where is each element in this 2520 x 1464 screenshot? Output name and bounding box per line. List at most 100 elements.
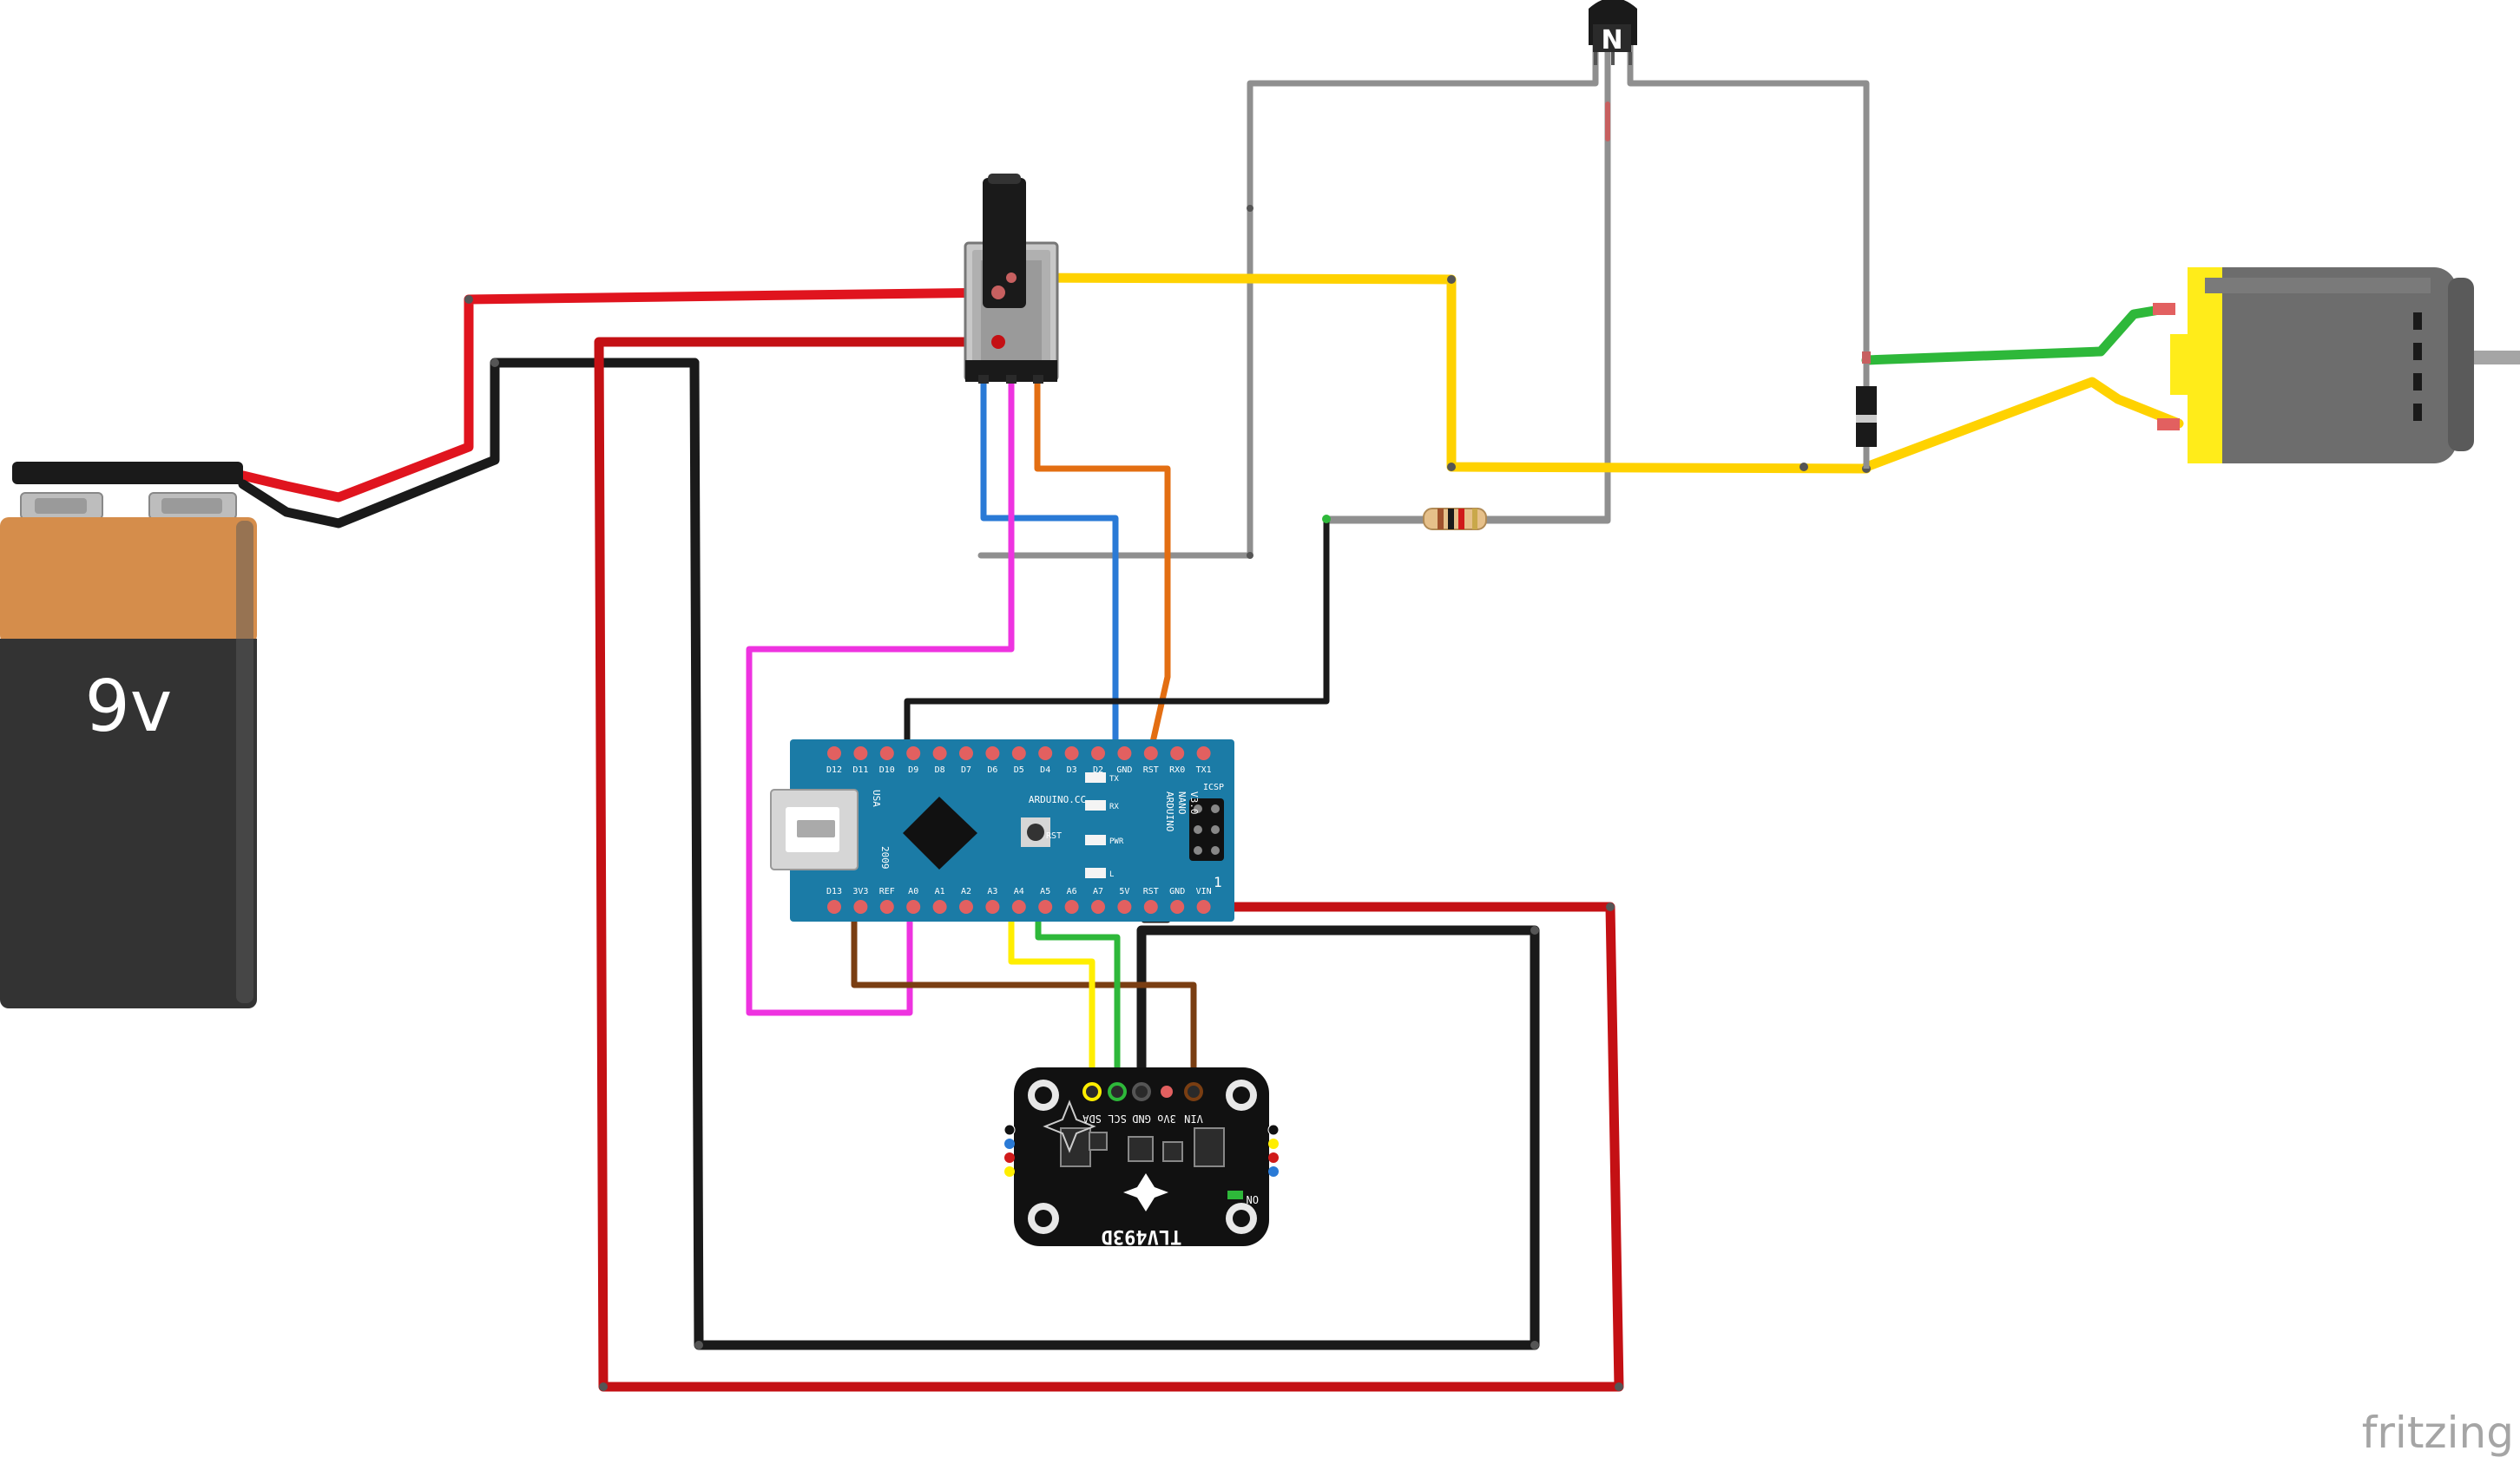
nano-top-pin-label: TX1 — [1196, 765, 1212, 775]
nano-usa-label: USA — [871, 790, 882, 807]
magnetometer-pin-label: SDA — [1082, 1113, 1101, 1125]
nano-bottom-pin-label: A3 — [987, 887, 997, 896]
nano-top-pin-pad-1 — [853, 746, 868, 760]
transistor-label: N — [1601, 25, 1622, 56]
icsp-header — [1189, 798, 1224, 861]
nano-bottom-pin-pad-9 — [1064, 900, 1079, 914]
nano-brand: ARDUINO.CC — [1029, 794, 1086, 805]
magnetometer-subtitle: 3D Magnetometer — [1089, 1248, 1193, 1261]
nano-bottom-pin-label: A4 — [1014, 887, 1024, 896]
fritzing-watermark: fritzing — [2362, 1408, 2514, 1458]
nano-top-pin-pad-13 — [1170, 746, 1185, 760]
nano-bottom-pin-label: A6 — [1067, 887, 1077, 896]
potentiometer — [964, 174, 1059, 384]
nano-top-pin-label: D2 — [1093, 765, 1103, 775]
nano-top-pin-pad-8 — [1038, 746, 1053, 760]
nano-led-pwr: PWR — [1109, 837, 1124, 846]
dc-motor — [2153, 267, 2520, 463]
nano-bottom-pin-pad-13 — [1170, 900, 1185, 914]
magnetometer-pin-label: VIN — [1184, 1113, 1203, 1125]
nano-top-pin-label: D5 — [1014, 765, 1024, 775]
nano-bottom-pin-pad-0 — [827, 900, 841, 914]
diode — [1856, 351, 1877, 469]
wire-junctions — [464, 205, 1871, 1391]
nano-top-pin-pad-0 — [827, 746, 841, 760]
nano-bottom-pin-pad-7 — [1011, 900, 1026, 914]
nano-model-line1: ARDUINO — [1164, 791, 1175, 831]
nano-top-pin-pad-14 — [1196, 746, 1211, 760]
nano-bottom-pin-pad-11 — [1117, 900, 1132, 914]
nano-bottom-pin-label: REF — [879, 887, 895, 896]
wire-black-battery — [238, 358, 700, 528]
wire-green-diode-to-motor — [1861, 303, 2175, 365]
wire-darkred-loop — [594, 337, 1624, 1392]
nano-bottom-pin-pad-10 — [1091, 900, 1105, 914]
nano-bottom-pin-pad-5 — [959, 900, 973, 914]
nano-bottom-pin-pad-6 — [985, 900, 1000, 914]
wire-gray-transistor-base — [1323, 49, 1611, 524]
resistor — [1423, 508, 1487, 530]
wire-gray-transistor-left — [977, 42, 1599, 559]
nano-bottom-pin-label: A2 — [961, 887, 971, 896]
pot-pad-red — [991, 286, 1005, 299]
nano-led-l: L — [1109, 870, 1114, 879]
nano-rst-label: RST — [1046, 831, 1062, 841]
nano-bottom-pin-label: A0 — [908, 887, 918, 896]
nano-top-pin-pad-2 — [879, 746, 894, 760]
nano-bottom-pin-pad-4 — [932, 900, 947, 914]
nano-bottom-pin-pad-12 — [1143, 900, 1158, 914]
wire-red-battery — [238, 287, 1003, 502]
wire-yellow-diode-to-motor — [1861, 377, 2184, 472]
nano-top-pin-label: D11 — [852, 765, 868, 775]
nano-model-line3: V3.0 — [1188, 791, 1200, 815]
wire-yellow-a4 — [1008, 903, 1096, 1093]
magnetometer-pin-label: 3Vo — [1157, 1113, 1176, 1125]
nano-top-pin-pad-9 — [1064, 746, 1079, 760]
wire-magenta-pot — [746, 374, 1015, 1016]
nano-top-pin-label: D7 — [961, 765, 971, 775]
nano-top-pin-pad-4 — [932, 746, 947, 760]
wire-gray-transistor-right — [1627, 42, 1870, 364]
nano-top-pin-label: GND — [1116, 765, 1132, 775]
nano-bottom-pin-pad-3 — [906, 900, 921, 914]
wire-blue-pot — [980, 374, 1119, 748]
nano-bottom-pin-label: A1 — [935, 887, 945, 896]
nano-top-pin-label: D12 — [826, 765, 842, 775]
magnetometer-pin-label: GND — [1132, 1113, 1151, 1125]
nano-corner-label: 1 — [1214, 874, 1222, 890]
nano-top-pin-label: D3 — [1067, 765, 1077, 775]
nano-bottom-pin-label: A7 — [1093, 887, 1103, 896]
wire-yellow-pot-to-diode — [1006, 272, 1872, 474]
magnetometer-pin-labels: SDA SCL GND 3Vo VIN — [1082, 1113, 1202, 1125]
nano-top-pin-pad-11 — [1117, 746, 1132, 760]
nano-bottom-pin-label: RST — [1143, 887, 1159, 896]
nano-bottom-pin-pad-2 — [879, 900, 894, 914]
nano-bottom-pin-label: 5V — [1119, 887, 1129, 896]
nano-top-pin-label: RST — [1143, 765, 1159, 775]
magnetometer-pin-label: SCL — [1108, 1113, 1127, 1125]
wire-black-d9 — [904, 515, 1330, 757]
magnetometer-title: TLV493D — [1102, 1225, 1182, 1247]
nano-top-pin-pad-5 — [959, 746, 973, 760]
tlv493d-magnetometer: TLV493D 3D Magnetometer ON SDA SCL GND 3Vo V… — [1003, 1067, 1280, 1261]
nano-top-pin-label: D6 — [987, 765, 997, 775]
nano-top-pin-label: D10 — [879, 765, 895, 775]
nano-led-rx: RX — [1109, 803, 1119, 811]
nano-year-label: 2009 — [879, 846, 891, 870]
nano-top-pin-pad-10 — [1091, 746, 1105, 760]
nano-bottom-pin-pad-1 — [853, 900, 868, 914]
nano-bottom-pin-label: 3V3 — [852, 887, 868, 896]
nano-top-pin-label: D9 — [908, 765, 918, 775]
nano-bottom-pin-label: D13 — [826, 887, 842, 896]
magnetometer-on-label: ON — [1247, 1193, 1259, 1205]
nano-top-pin-label: D4 — [1040, 765, 1050, 775]
nano-bottom-pin-pad-14 — [1196, 900, 1211, 914]
nano-bottom-pin-label: VIN — [1196, 887, 1212, 896]
nano-top-pin-label: RX0 — [1169, 765, 1185, 775]
nano-led-tx: TX — [1109, 775, 1119, 784]
nano-top-pin-pad-6 — [985, 746, 1000, 760]
